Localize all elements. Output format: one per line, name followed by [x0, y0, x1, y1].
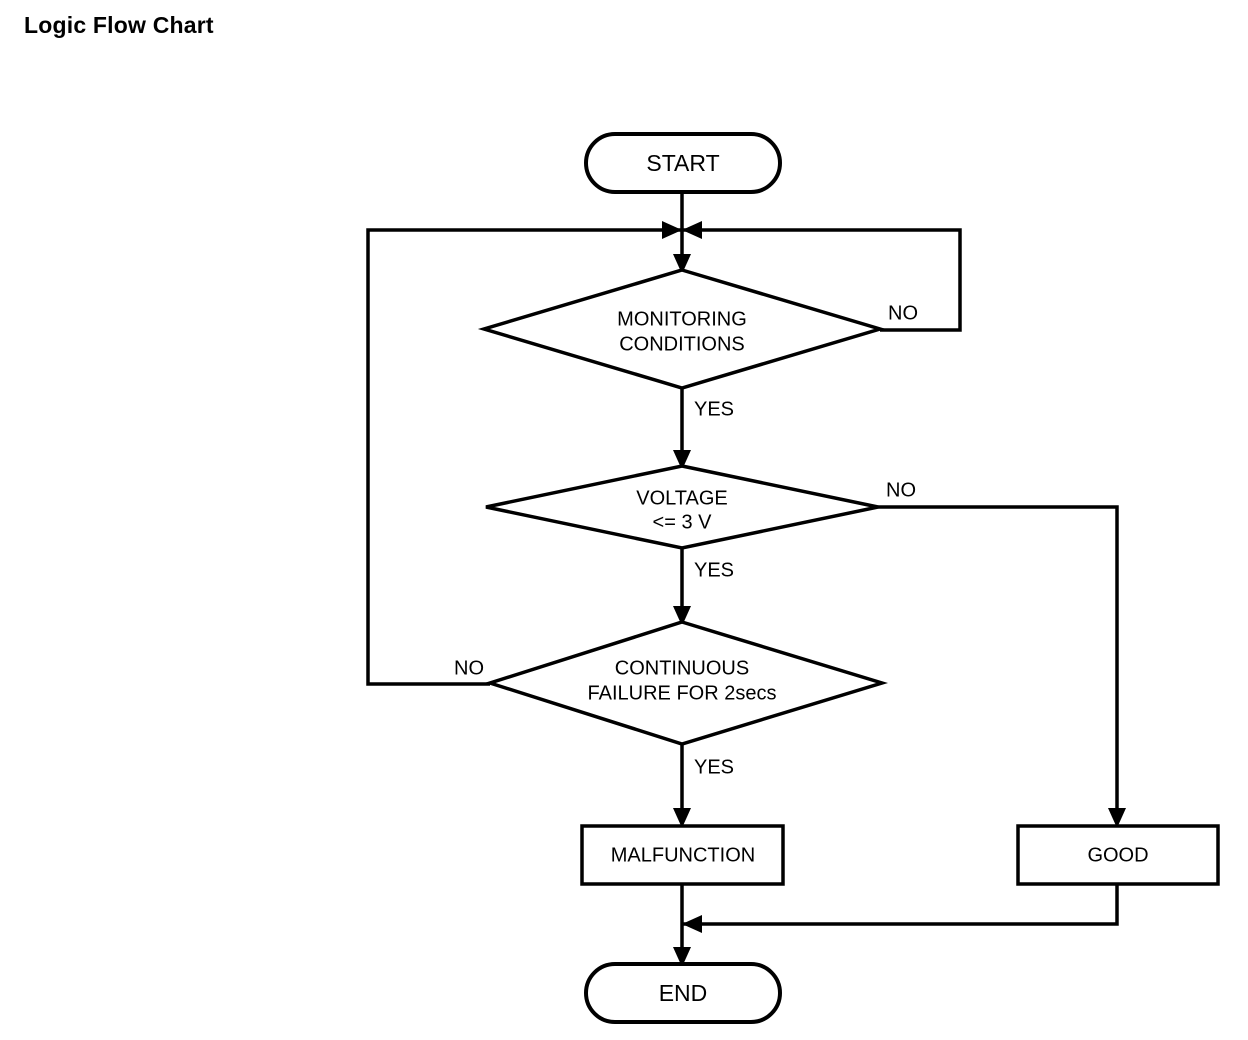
arrowhead-into-malfunction — [673, 808, 691, 828]
monitoring-shape — [477, 268, 887, 390]
node-end[interactable]: END — [584, 962, 782, 1024]
connector-voltage-no — [878, 505, 1119, 818]
start-shape — [584, 132, 782, 194]
node-voltage[interactable]: VOLTAGE <= 3 V — [485, 464, 879, 550]
arrowhead-into-good — [1108, 808, 1126, 828]
arrowhead-into-continuous — [673, 606, 691, 626]
arrowhead-good-merge — [682, 915, 702, 933]
edge-label-continuous-yes: YES — [694, 756, 734, 778]
voltage-label-line2: <= 3 V — [653, 511, 713, 533]
continuous-label-line2: FAILURE FOR 2secs — [588, 682, 777, 704]
start-label: START — [646, 150, 719, 176]
good-label: GOOD — [1087, 844, 1148, 866]
page-title: Logic Flow Chart — [24, 12, 214, 38]
connector-continuous-no-loop — [366, 228, 682, 686]
node-monitoring-conditions[interactable]: MONITORING CONDITIONS — [477, 268, 887, 390]
malfunction-shape — [580, 824, 785, 886]
connector-good-to-merge — [682, 884, 1119, 926]
arrowhead-left-loop-into-entry — [662, 221, 682, 239]
edge-label-voltage-no: NO — [886, 479, 916, 501]
monitoring-label-line1: MONITORING — [617, 308, 747, 330]
edge-label-voltage-yes: YES — [694, 559, 734, 581]
voltage-label-line1: VOLTAGE — [636, 487, 728, 509]
node-continuous-failure[interactable]: CONTINUOUS FAILURE FOR 2secs — [484, 620, 888, 746]
connector-monitoring-no-loop — [682, 228, 962, 332]
edge-label-monitoring-no: NO — [888, 302, 918, 324]
node-start[interactable]: START — [584, 132, 782, 194]
voltage-shape — [485, 464, 879, 550]
continuous-label-line1: CONTINUOUS — [615, 657, 749, 679]
arrowhead-into-monitoring — [673, 254, 691, 274]
arrowhead-right-loop-into-entry — [682, 221, 702, 239]
arrowhead-into-end — [673, 947, 691, 967]
end-label: END — [659, 980, 708, 1006]
node-malfunction[interactable]: MALFUNCTION — [580, 824, 785, 886]
continuous-shape — [484, 620, 888, 746]
edge-label-monitoring-yes: YES — [694, 398, 734, 420]
malfunction-label: MALFUNCTION — [611, 844, 755, 866]
arrowhead-into-voltage — [673, 450, 691, 470]
end-shape — [584, 962, 782, 1024]
node-good[interactable]: GOOD — [1016, 824, 1220, 886]
monitoring-label-line2: CONDITIONS — [619, 333, 745, 355]
good-shape — [1016, 824, 1220, 886]
edge-label-continuous-no: NO — [454, 657, 484, 679]
